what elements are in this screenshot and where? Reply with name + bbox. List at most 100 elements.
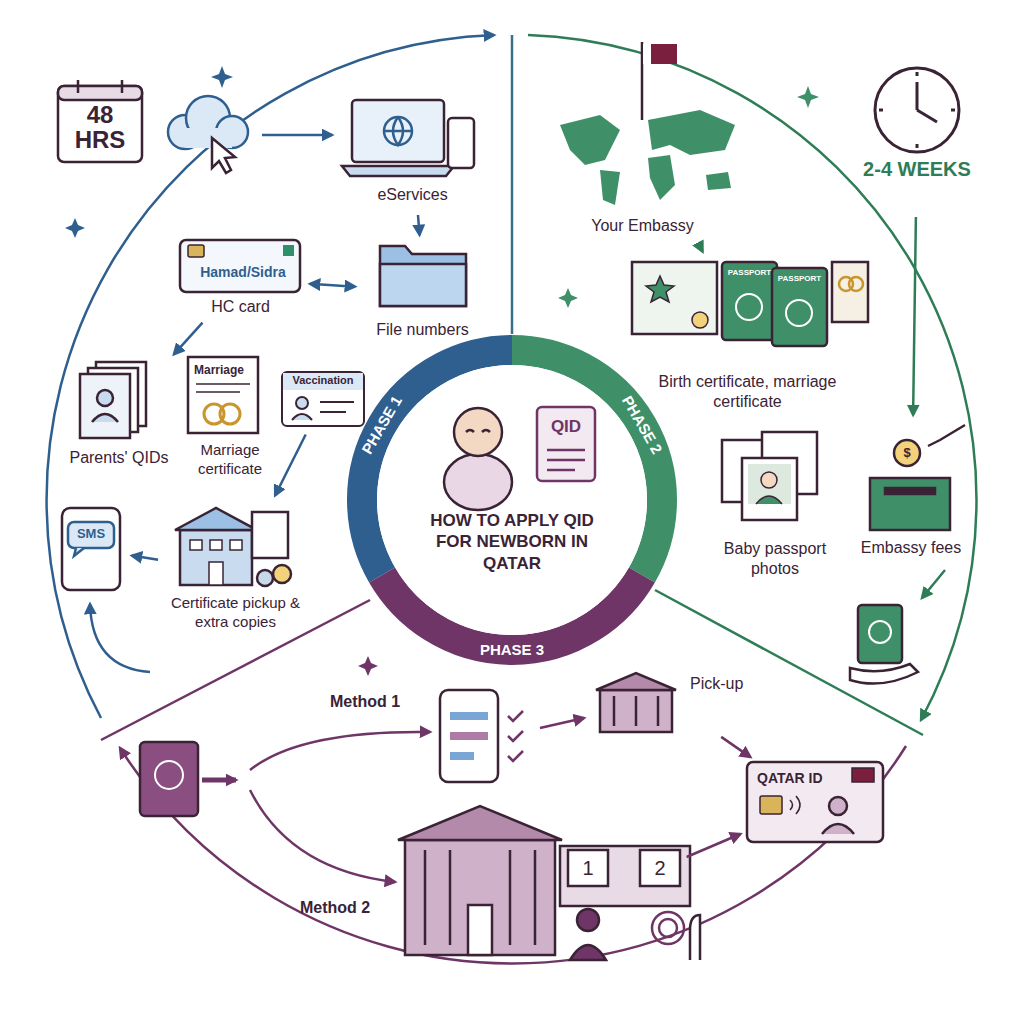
fee-box-icon xyxy=(870,425,965,598)
node-subtext: Marriage certificate xyxy=(180,441,280,479)
qatar-id-card-icon xyxy=(760,796,782,814)
progress-phone-icon xyxy=(440,690,498,782)
sparkles xyxy=(358,656,378,676)
node-text: eServices xyxy=(340,185,485,204)
office-building-icon xyxy=(230,540,242,550)
government-building-icon xyxy=(468,905,492,955)
office-building-icon xyxy=(180,530,252,585)
sparkles xyxy=(797,86,819,108)
clock-icon xyxy=(916,72,919,76)
sms-node: SMS xyxy=(55,505,127,593)
vaccination-card-icon xyxy=(282,372,364,426)
documents-icon xyxy=(632,262,717,334)
office-building-icon xyxy=(190,540,202,550)
photos-icon xyxy=(748,464,791,504)
laptop-icon xyxy=(342,100,474,176)
laptop-icon xyxy=(448,118,474,168)
node-subtext: Birth certificate, marriage certificate xyxy=(650,372,845,412)
qatar-id-card-icon xyxy=(829,797,847,815)
health-card-icon xyxy=(283,245,294,256)
sms-phone-icon xyxy=(90,604,150,672)
sparkles xyxy=(558,288,578,308)
passport-hand-icon xyxy=(869,621,891,643)
qatar-id-card-icon xyxy=(747,762,883,842)
documents-icon xyxy=(722,262,777,340)
folder-icon xyxy=(380,264,466,306)
government-building-icon xyxy=(640,850,680,886)
photos-icon xyxy=(742,458,797,520)
government-building-icon xyxy=(534,850,537,945)
id-documents-icon xyxy=(80,362,146,438)
phase-separators xyxy=(655,590,923,735)
calendar-icon xyxy=(58,80,142,162)
marriage-document-icon xyxy=(220,404,240,424)
marriage-document-icon xyxy=(188,357,258,433)
cloud-click-icon xyxy=(185,128,232,148)
world-map-icon xyxy=(643,44,677,64)
node-text: Parents' QIDs xyxy=(60,448,178,467)
node-text: 2 xyxy=(640,856,680,880)
node-text: Baby passport photos xyxy=(705,539,845,579)
government-building-icon xyxy=(398,806,700,960)
node-text: Hamad/Sidra xyxy=(186,264,300,281)
baby-icon xyxy=(466,430,490,432)
method-fork-arrows xyxy=(250,790,395,882)
documents-icon xyxy=(646,276,674,302)
fee-box-icon xyxy=(922,570,945,598)
cloud-click-icon xyxy=(168,66,332,173)
flow-arrow xyxy=(721,737,750,757)
node-text: Certificate pickup & extra copies xyxy=(163,594,308,632)
phase-label: PHASE 3 xyxy=(480,641,544,659)
vaccination-card-icon xyxy=(296,397,308,409)
node-text: 48 HRS xyxy=(65,102,135,152)
vaccination-card-icon xyxy=(320,401,354,403)
office-building-icon xyxy=(257,570,273,586)
fee-box-icon xyxy=(928,425,965,446)
counter-window: 1 xyxy=(568,850,610,886)
node-text: Your Embassy xyxy=(545,216,740,235)
world-map-icon xyxy=(641,42,644,120)
government-building-icon xyxy=(568,850,608,886)
method-fork-arrows xyxy=(250,732,430,770)
world-map-icon xyxy=(600,170,620,205)
office-building-icon xyxy=(209,562,223,585)
node-subtext: Embassy fees xyxy=(850,538,972,557)
flow-arrow xyxy=(275,435,306,496)
calendar-node: 48 HRS xyxy=(55,78,145,168)
laptop-icon xyxy=(384,117,412,145)
sms-phone-icon xyxy=(62,508,150,672)
qatar-id-card-icon xyxy=(747,762,883,842)
marriage-document-icon xyxy=(188,357,258,433)
qatar-id-node: QATAR ID xyxy=(745,760,885,844)
pickup-building-icon xyxy=(635,696,638,726)
duration-node: 2-4 WEEKS xyxy=(858,66,976,212)
health-card-icon xyxy=(188,245,204,257)
vaccination-card-icon xyxy=(320,411,346,413)
documents-icon xyxy=(736,294,762,320)
world-map-icon xyxy=(560,42,735,205)
method-label: Method 1 xyxy=(330,692,400,711)
laptop-icon xyxy=(352,100,444,162)
photos-icon xyxy=(761,472,777,488)
health-card-icon xyxy=(180,240,300,292)
certificate-office-node: Certificate pickup & extra copies xyxy=(163,500,310,645)
world-map-icon xyxy=(648,155,675,200)
office-building-icon xyxy=(252,512,288,558)
node-text: Vaccination xyxy=(284,374,362,387)
cloud-click-icon xyxy=(211,66,233,88)
flow-arrow xyxy=(687,834,741,857)
qatar-id-card-icon xyxy=(790,796,800,814)
passport-hand-icon xyxy=(850,664,918,684)
pickup-building-icon xyxy=(600,690,672,732)
node-text: File numbers xyxy=(360,320,485,339)
government-building-icon xyxy=(560,846,690,906)
node-text: Marriage xyxy=(194,363,254,377)
government-building-icon xyxy=(405,840,555,955)
node-text: $ xyxy=(895,445,919,461)
id-documents-icon xyxy=(80,374,130,438)
progress-phone-icon xyxy=(508,711,523,761)
fee-box-icon xyxy=(885,488,935,494)
baby-icon xyxy=(444,454,512,510)
calendar-icon xyxy=(121,80,124,93)
